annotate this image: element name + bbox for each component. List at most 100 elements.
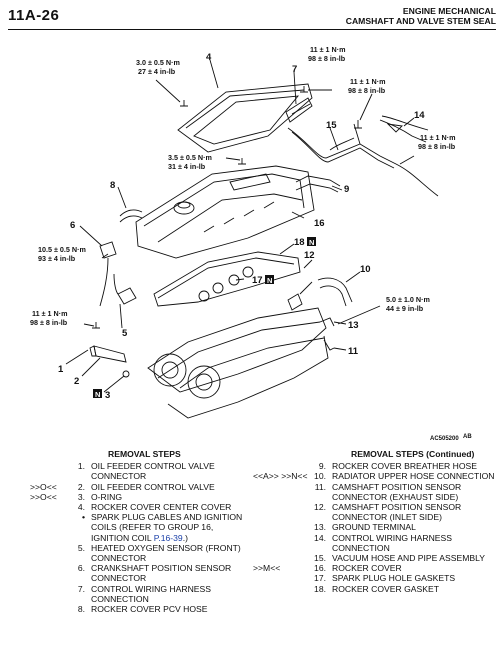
page-number: 11A-26 bbox=[8, 7, 60, 24]
removal-steps: REMOVAL STEPS 1. OIL FEEDER CONTROL VALV… bbox=[30, 449, 250, 614]
n-symbol-18 bbox=[307, 237, 316, 246]
drawing-linework bbox=[65, 59, 439, 419]
step-text: SPARK PLUG CABLES AND IGNITION COILS (RE… bbox=[91, 512, 250, 543]
torque-5-inlb: 31 ± 4 in-lb bbox=[168, 162, 206, 171]
step-code bbox=[30, 512, 72, 543]
exploded-view-figure: 4 7 15 14 9 16 18 N 17 N 12 10 13 11 8 6… bbox=[8, 32, 496, 444]
torque-7-inlb: 44 ± 9 in-lb bbox=[386, 304, 424, 313]
step-code: <<A>> >>N<< bbox=[253, 471, 308, 482]
torque-1-nm: 3.0 ± 0.5 N·m bbox=[136, 58, 180, 67]
removal-step: 9. ROCKER COVER BREATHER HOSE bbox=[253, 461, 498, 471]
callout-10: 10 bbox=[360, 264, 371, 275]
callout-8: 8 bbox=[110, 180, 115, 191]
torque-2-inlb: 98 ± 8 in-lb bbox=[308, 54, 346, 63]
exploded-view-drawing: 4 7 15 14 9 16 18 N 17 N 12 10 13 11 8 6… bbox=[30, 45, 472, 442]
removal-step: 8. ROCKER COVER PCV HOSE bbox=[30, 604, 250, 614]
figure-code: AC505200 bbox=[430, 436, 459, 442]
removal-step: >>O<< 3. O-RING bbox=[30, 492, 250, 502]
step-text: ROCKER COVER PCV HOSE bbox=[91, 604, 208, 615]
removal-step: 6. CRANKSHAFT POSITION SENSOR CONNECTOR bbox=[30, 563, 250, 583]
removal-step: <<A>> >>N<< 10. RADIATOR UPPER HOSE CONN… bbox=[253, 471, 498, 481]
step-code bbox=[30, 461, 72, 481]
topic-title: CAMSHAFT AND VALVE STEM SEAL bbox=[345, 16, 496, 26]
n-symbol-17 bbox=[265, 275, 274, 284]
step-code bbox=[253, 553, 313, 563]
step-text: CRANKSHAFT POSITION SENSOR CONNECTOR bbox=[91, 563, 232, 584]
torque-3-inlb: 98 ± 8 in-lb bbox=[348, 86, 386, 95]
callout-4: 4 bbox=[206, 52, 212, 63]
step-code bbox=[253, 461, 313, 471]
step-number: 1. bbox=[77, 461, 85, 472]
torque-4-nm: 11 ± 1 N·m bbox=[420, 133, 456, 142]
figure-code-suffix: AB bbox=[463, 434, 472, 440]
header-titles: ENGINE MECHANICAL CAMSHAFT AND VALVE STE… bbox=[346, 6, 496, 26]
step-number: 6. bbox=[77, 563, 85, 574]
step-text: GROUND TERMINAL bbox=[332, 522, 416, 533]
step-number: 13. bbox=[314, 522, 326, 533]
torque-8-inlb: 98 ± 8 in-lb bbox=[30, 318, 68, 327]
callout-15: 15 bbox=[326, 120, 337, 131]
n-symbol-3 bbox=[93, 389, 102, 398]
removal-step: 1. OIL FEEDER CONTROL VALVE CONNECTOR bbox=[30, 461, 250, 481]
removal-step: 12. CAMSHAFT POSITION SENSOR CONNECTOR (… bbox=[253, 502, 498, 522]
step-code bbox=[253, 502, 313, 522]
step-code bbox=[30, 502, 72, 512]
step-text: OIL FEEDER CONTROL VALVE CONNECTOR bbox=[91, 461, 215, 482]
callout-3: 3 bbox=[105, 390, 110, 401]
callout-1: 1 bbox=[58, 364, 64, 375]
step-number: 5. bbox=[77, 542, 85, 553]
torque-2-nm: 11 ± 1 N·m bbox=[310, 45, 346, 54]
step-number: 16. bbox=[314, 563, 326, 574]
callout-12: 12 bbox=[304, 250, 315, 261]
removal-step: 5. HEATED OXYGEN SENSOR (FRONT) CONNECTO… bbox=[30, 543, 250, 563]
callout-2: 2 bbox=[74, 376, 79, 387]
removal-step: >>M<< 16. ROCKER COVER bbox=[253, 563, 498, 573]
step-code: >>O<< bbox=[30, 481, 57, 492]
step-code: >>M<< bbox=[253, 563, 281, 574]
removal-step: 14. CONTROL WIRING HARNESS CONNECTION bbox=[253, 533, 498, 553]
step-text-tail: .) bbox=[182, 532, 188, 543]
torque-1-inlb: 27 ± 4 in-lb bbox=[138, 67, 176, 76]
step-text: ROCKER COVER BREATHER HOSE bbox=[332, 461, 478, 472]
step-number: 2. bbox=[77, 481, 85, 492]
callout-13: 13 bbox=[348, 320, 359, 331]
step-code bbox=[253, 584, 313, 594]
torque-4-inlb: 98 ± 8 in-lb bbox=[418, 142, 456, 151]
step-number: 3. bbox=[77, 491, 85, 502]
step-text: CAMSHAFT POSITION SENSOR CONNECTOR (INLE… bbox=[332, 502, 462, 523]
step-text: ROCKER COVER bbox=[332, 563, 402, 574]
torque-8-nm: 11 ± 1 N·m bbox=[32, 309, 68, 318]
callout-9: 9 bbox=[344, 184, 349, 195]
step-text-main: SPARK PLUG CABLES AND IGNITION COILS (RE… bbox=[91, 512, 243, 543]
page-header: 11A-26 ENGINE MECHANICAL CAMSHAFT AND VA… bbox=[8, 6, 496, 30]
step-text: VACUUM HOSE AND PIPE ASSEMBLY bbox=[332, 553, 485, 564]
step-code bbox=[253, 522, 313, 532]
removal-step: • SPARK PLUG CABLES AND IGNITION COILS (… bbox=[30, 512, 250, 543]
torque-5-nm: 3.5 ± 0.5 N·m bbox=[168, 153, 212, 162]
callout-5: 5 bbox=[122, 328, 128, 339]
callout-16: 16 bbox=[314, 218, 325, 229]
step-bullet: • bbox=[81, 512, 85, 523]
step-code: >>O<< bbox=[30, 491, 57, 502]
step-number: 4. bbox=[77, 502, 85, 513]
removal-steps-title: REMOVAL STEPS bbox=[108, 449, 181, 459]
step-number: 15. bbox=[314, 553, 326, 564]
step-number: 18. bbox=[314, 583, 326, 594]
removal-steps-continued-title: REMOVAL STEPS (Continued) bbox=[351, 449, 475, 459]
step-number: 8. bbox=[77, 604, 85, 615]
n-symbol-3-label: N bbox=[95, 390, 100, 399]
step-text: CAMSHAFT POSITION SENSOR CONNECTOR (EXHA… bbox=[332, 481, 462, 502]
removal-step: 18. ROCKER COVER GASKET bbox=[253, 584, 498, 594]
removal-step: 4. ROCKER COVER CENTER COVER bbox=[30, 502, 250, 512]
torque-7-nm: 5.0 ± 1.0 N·m bbox=[386, 295, 430, 304]
removal-step: >>O<< 2. OIL FEEDER CONTROL VALVE bbox=[30, 482, 250, 492]
callout-18: 18 bbox=[294, 237, 305, 248]
callout-7: 7 bbox=[292, 64, 297, 75]
step-text: OIL FEEDER CONTROL VALVE bbox=[91, 481, 215, 492]
step-text: O-RING bbox=[91, 491, 123, 502]
step-code bbox=[253, 533, 313, 553]
step-text: ROCKER COVER CENTER COVER bbox=[91, 502, 232, 513]
ignition-coil-reference-link[interactable]: P.16-39 bbox=[153, 532, 183, 543]
step-number: 11. bbox=[314, 481, 326, 492]
step-number: 7. bbox=[77, 583, 85, 594]
